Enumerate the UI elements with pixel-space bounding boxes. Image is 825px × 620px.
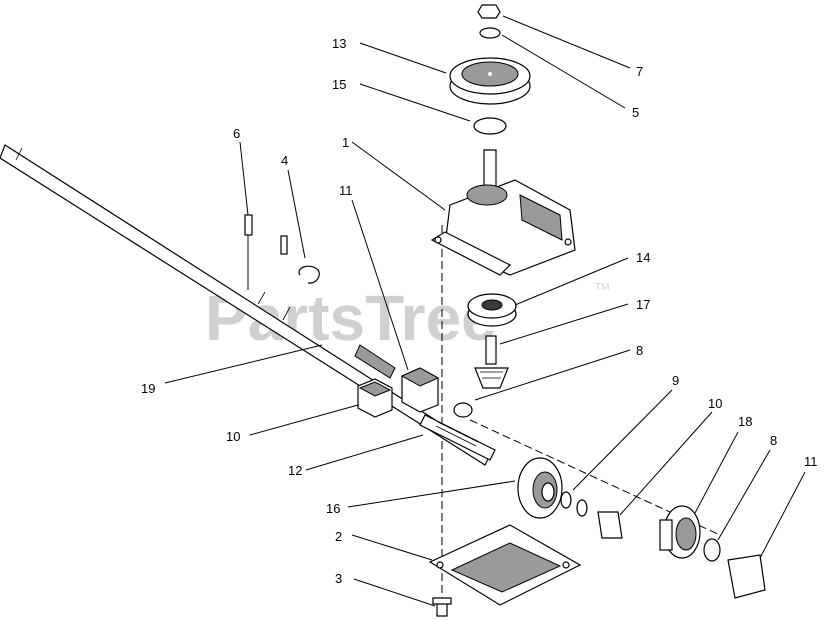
callout-16: 16	[326, 501, 340, 516]
gear-housing-part	[430, 149, 576, 276]
callout-5: 5	[632, 105, 639, 120]
pulley-part	[449, 57, 531, 105]
washer-top-part	[479, 27, 501, 39]
watermark-text: PartsTree	[205, 282, 497, 354]
watermark-trademark: TM	[595, 282, 609, 293]
callout-11-right: 11	[804, 454, 818, 469]
cover-plate-part	[428, 524, 582, 606]
callout-15: 15	[332, 77, 346, 92]
callout-18: 18	[738, 414, 752, 429]
bearing-left-part	[357, 378, 393, 418]
callout-2: 2	[335, 529, 342, 544]
pinion-gear-part	[474, 335, 509, 389]
short-shaft-part	[419, 414, 496, 461]
callout-10-left: 10	[226, 429, 240, 444]
bolt-part	[432, 597, 452, 617]
callout-10-right: 10	[708, 396, 722, 411]
callout-8-upper: 8	[636, 343, 643, 358]
callout-6: 6	[233, 126, 240, 141]
leader-lines	[164, 15, 806, 607]
callout-13: 13	[332, 36, 346, 51]
washer-right-part	[703, 538, 721, 562]
washer-9a-part	[560, 491, 572, 509]
bearing-part	[467, 293, 517, 327]
nut-part	[477, 4, 501, 19]
callout-12: 12	[288, 463, 302, 478]
bushing-left-part	[400, 367, 440, 413]
washer-left-part	[453, 402, 473, 418]
callout-1: 1	[342, 135, 349, 150]
callout-11-left: 11	[339, 183, 353, 198]
callout-17: 17	[636, 297, 650, 312]
roll-pin-part	[244, 214, 288, 255]
washer-9b-part	[576, 499, 588, 517]
callout-14: 14	[636, 250, 650, 265]
retaining-clip-part	[298, 265, 320, 284]
bushing-right-part	[597, 511, 623, 539]
drive-gear-part	[659, 505, 701, 559]
bushing-far-right-part	[727, 554, 766, 599]
callout-19: 19	[141, 381, 155, 396]
bevel-gear-part	[517, 457, 563, 519]
callout-3: 3	[335, 571, 342, 586]
spacer-part	[473, 117, 507, 135]
callout-4: 4	[281, 153, 288, 168]
callout-9: 9	[672, 373, 679, 388]
callout-7: 7	[636, 64, 643, 79]
callout-8-right: 8	[770, 433, 777, 448]
